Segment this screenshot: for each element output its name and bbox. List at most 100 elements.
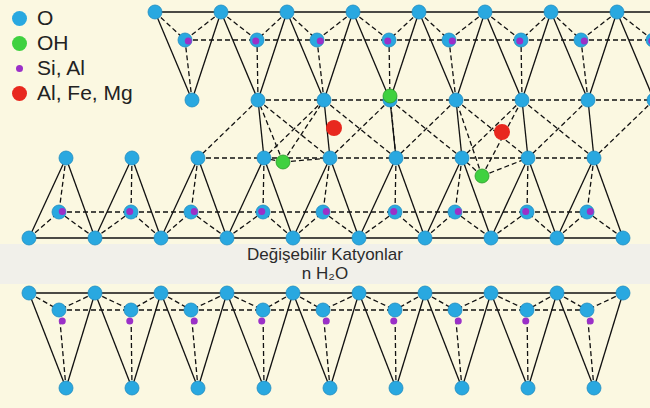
bond-line bbox=[456, 12, 485, 100]
oxygen-atom bbox=[154, 231, 168, 245]
bond-line bbox=[155, 12, 192, 100]
bond-line bbox=[324, 100, 396, 158]
bond-line bbox=[324, 99, 390, 100]
oxygen-atom bbox=[214, 5, 228, 19]
bond-line bbox=[131, 158, 132, 212]
legend-swatch bbox=[16, 65, 23, 72]
bond-line bbox=[293, 292, 359, 293]
bond-line bbox=[257, 39, 317, 40]
bond-line bbox=[425, 158, 462, 238]
bond-line bbox=[221, 11, 287, 12]
bond-line bbox=[522, 100, 594, 158]
tetrahedral-cation bbox=[191, 318, 198, 325]
oxygen-atom bbox=[412, 5, 426, 19]
bond-line bbox=[191, 211, 263, 212]
oxygen-atom bbox=[616, 286, 630, 300]
bond-line bbox=[359, 237, 425, 238]
bond-line bbox=[29, 237, 95, 238]
bond-line bbox=[317, 39, 389, 40]
bond-line bbox=[491, 237, 557, 238]
oxygen-atom bbox=[647, 93, 650, 107]
bond-line bbox=[359, 158, 396, 238]
bond-line bbox=[587, 310, 594, 388]
bond-line bbox=[491, 292, 557, 293]
bond-line bbox=[264, 158, 293, 238]
bond-line bbox=[95, 158, 132, 238]
bond-line bbox=[191, 309, 263, 310]
bond-line bbox=[221, 12, 258, 100]
legend-row: Al, Fe, Mg bbox=[12, 81, 133, 105]
oxygen-atom bbox=[389, 151, 403, 165]
bond-line bbox=[317, 40, 324, 100]
bond-line bbox=[155, 11, 221, 12]
oxygen-atom bbox=[581, 93, 595, 107]
bond-line bbox=[95, 237, 161, 238]
oxygen-atom bbox=[184, 205, 198, 219]
oxygen-atom bbox=[317, 93, 331, 107]
tetrahedral-cation bbox=[449, 38, 456, 45]
oxygen-atom bbox=[88, 231, 102, 245]
bond-line bbox=[263, 158, 264, 212]
tetrahedral-cation bbox=[390, 318, 397, 325]
bond-line bbox=[198, 158, 227, 238]
bond-line bbox=[617, 12, 650, 100]
oxygen-atom bbox=[125, 381, 139, 395]
oxygen-atom bbox=[550, 231, 564, 245]
bond-line bbox=[527, 158, 528, 212]
bond-line bbox=[161, 293, 198, 388]
bond-line bbox=[29, 292, 95, 293]
tetrahedral-cation bbox=[126, 318, 133, 325]
bond-line bbox=[257, 40, 258, 100]
bond-line bbox=[395, 309, 455, 310]
oxygen-atom bbox=[184, 303, 198, 317]
oxygen-atom bbox=[250, 33, 264, 47]
bond-line bbox=[395, 211, 455, 212]
oxygen-atom bbox=[286, 286, 300, 300]
tetrahedral-cation bbox=[185, 38, 192, 45]
bond-line bbox=[293, 158, 330, 238]
oxygen-atom bbox=[448, 303, 462, 317]
bond-line bbox=[581, 40, 588, 100]
oxygen-atom bbox=[550, 286, 564, 300]
bond-line bbox=[449, 40, 456, 100]
oxygen-atom bbox=[455, 381, 469, 395]
bond-line bbox=[455, 309, 527, 310]
bond-line bbox=[551, 11, 617, 12]
bond-line bbox=[527, 211, 587, 212]
bond-line bbox=[462, 100, 522, 158]
oxygen-atom bbox=[178, 33, 192, 47]
legend-text: OH bbox=[37, 31, 69, 55]
oxygen-atom bbox=[352, 231, 366, 245]
oxygen-atom bbox=[442, 33, 456, 47]
bond-line bbox=[264, 100, 324, 158]
bond-line bbox=[95, 292, 161, 293]
tetrahedral-cation bbox=[323, 318, 330, 325]
oxygen-atom bbox=[124, 205, 138, 219]
bond-line bbox=[482, 100, 522, 176]
bond-line bbox=[587, 158, 594, 212]
bond-line bbox=[263, 309, 323, 310]
oxygen-atom bbox=[280, 5, 294, 19]
oxygen-atom bbox=[514, 33, 528, 47]
oxygen-atom bbox=[256, 205, 270, 219]
bond-line bbox=[263, 211, 323, 212]
oxygen-atom bbox=[316, 303, 330, 317]
bond-line bbox=[557, 292, 623, 293]
oxygen-atom bbox=[520, 205, 534, 219]
bond-line bbox=[528, 158, 557, 238]
oxygen-atom bbox=[388, 205, 402, 219]
bond-line bbox=[161, 292, 227, 293]
bond-line bbox=[324, 12, 353, 100]
bond-line bbox=[353, 12, 390, 100]
atoms bbox=[22, 5, 650, 395]
oxygen-atom bbox=[418, 231, 432, 245]
bond-line bbox=[185, 40, 192, 100]
tetrahedral-cation bbox=[516, 38, 523, 45]
oxygen-atom bbox=[220, 231, 234, 245]
oxygen-atom bbox=[257, 381, 271, 395]
oxygen-atom bbox=[520, 303, 534, 317]
interlayer-label-box: Değişebilir Katyonlar bbox=[247, 245, 403, 265]
bond-line bbox=[551, 12, 588, 100]
bond-line bbox=[323, 309, 395, 310]
